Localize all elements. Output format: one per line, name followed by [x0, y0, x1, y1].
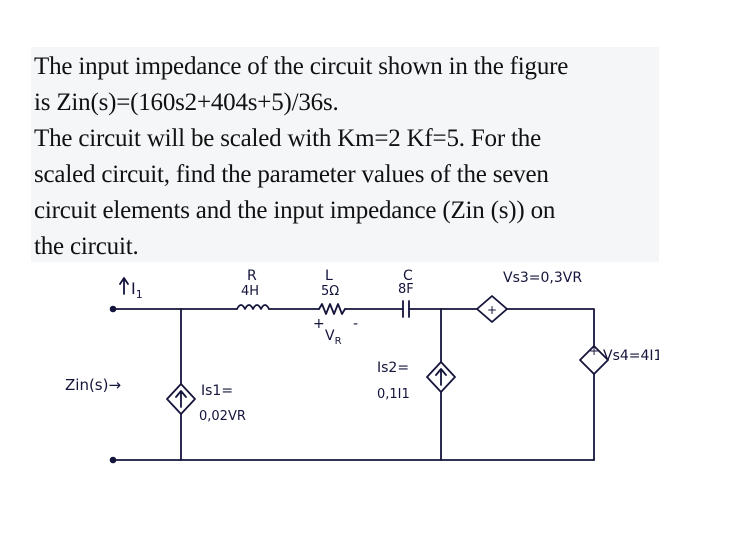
i1-label: I1 — [131, 279, 143, 301]
is2-label: Is2= — [377, 360, 409, 376]
problem-line-2: is Zin(s)=(160s2+404s+5)/36s. — [34, 89, 339, 116]
problem-line-6: the circuit. — [34, 233, 139, 260]
circuit-figure: I1 Zin(s)→ R 4H L 5Ω C 8F + VR - + Vs3=0… — [31, 262, 659, 467]
vs4-plus-sign: + — [589, 344, 599, 358]
resistor-name-label: L — [325, 268, 333, 284]
problem-line-1: The input impedance of the circuit shown… — [34, 53, 569, 80]
inductor-value-label: 4H — [241, 284, 259, 299]
circuit-diagram: I1 Zin(s)→ R 4H L 5Ω C 8F + VR - + Vs3=0… — [65, 268, 659, 464]
i1-arrow — [119, 277, 129, 295]
resistor-symbol — [318, 303, 346, 315]
inductor-name-label: R — [247, 268, 257, 284]
is1-label: Is1= — [201, 383, 233, 399]
vr-label: VR — [325, 328, 342, 347]
inductor-symbol — [236, 304, 270, 310]
problem-line-3: The circuit will be scaled with Km=2 Kf=… — [34, 125, 541, 152]
is1-arrow — [175, 390, 187, 408]
top-wire-right — [506, 308, 595, 347]
circuit-wires — [109, 277, 609, 464]
input-terminal-bottom — [109, 456, 117, 464]
resistor-value-label: 5Ω — [321, 284, 339, 299]
vs4-label: Vs4=4I1 — [603, 348, 659, 364]
problem-line-5: circuit elements and the input impedance… — [34, 197, 556, 224]
vr-plus-sign: + — [313, 316, 325, 332]
capacitor-value-label: 8F — [398, 282, 414, 297]
zin-label: Zin(s)→ — [65, 376, 121, 394]
is2-arrow — [435, 368, 447, 386]
vr-minus-sign: - — [353, 316, 358, 332]
problem-text-panel — [31, 47, 659, 262]
input-terminal-top — [109, 305, 117, 313]
vs3-label: Vs3=0,3VR — [503, 270, 582, 286]
is2-expr: 0,1I1 — [377, 387, 410, 402]
is1-expr: 0,02VR — [199, 409, 246, 424]
vs3-plus-sign: + — [487, 303, 497, 317]
problem-line-4: scaled circuit, find the parameter value… — [34, 161, 549, 188]
capacitor-name-label: C — [403, 268, 413, 284]
